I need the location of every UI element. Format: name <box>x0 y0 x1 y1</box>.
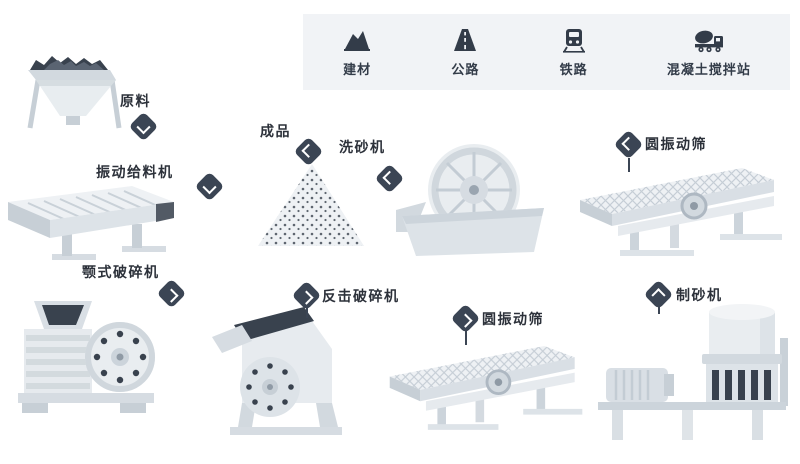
flow-badge-raw-material <box>128 111 159 142</box>
label-sand-washer: 洗砂机 <box>339 140 386 156</box>
connector-line <box>658 306 660 314</box>
building-materials-icon <box>344 30 371 51</box>
finished-product-pile-illustration <box>258 164 364 246</box>
highway-icon <box>454 28 477 51</box>
sand-washer-illustration <box>396 144 544 256</box>
legend-label: 建材 <box>343 62 372 78</box>
label-circular-vibrating-screen-bottom: 圆振动筛 <box>482 312 544 328</box>
chevron-left-icon <box>621 136 636 151</box>
legend-label: 铁路 <box>559 62 588 78</box>
railway-icon <box>562 28 585 53</box>
legend-label: 混凝土搅拌站 <box>666 62 751 78</box>
raw-material-hopper-illustration <box>27 56 122 129</box>
label-raw-material: 原料 <box>120 94 151 110</box>
circular-vibrating-screen-illustration <box>580 168 782 256</box>
connector-line <box>306 308 308 318</box>
sand-maker-illustration <box>598 304 788 440</box>
chevron-down-icon <box>202 179 217 194</box>
legend-item-concrete-mixing-plant: 混凝土搅拌站 <box>667 27 751 78</box>
chevron-right-icon <box>164 287 179 302</box>
label-jaw-crusher: 颚式破碎机 <box>82 265 160 281</box>
flow-badge-vibrating-feeder <box>194 171 225 202</box>
connector-line <box>465 331 467 345</box>
jaw-crusher-illustration <box>18 301 155 413</box>
flow-badge-screen-top <box>613 129 644 160</box>
flow-badge-screen-bottom <box>450 303 481 334</box>
chevron-right-icon <box>458 312 473 327</box>
legend-item-highway: 公路 <box>450 27 480 78</box>
impact-crusher-illustration <box>212 307 342 435</box>
label-circular-vibrating-screen-top: 圆振动筛 <box>645 137 707 153</box>
chevron-left-icon <box>382 170 397 185</box>
concrete-mixing-plant-icon <box>694 30 723 52</box>
legend-item-railway: 铁路 <box>559 27 589 78</box>
chevron-up-icon <box>651 287 666 302</box>
circular-vibrating-screen-illustration <box>389 345 583 430</box>
vibrating-feeder-illustration <box>8 186 174 260</box>
label-impact-crusher: 反击破碎机 <box>322 289 400 305</box>
connector-line <box>628 158 630 172</box>
label-vibrating-feeder: 振动给料机 <box>96 165 174 181</box>
legend-bar: 建材 公路 铁路 <box>303 14 790 90</box>
label-finished-product: 成品 <box>260 124 291 140</box>
chevron-down-icon <box>136 119 151 134</box>
chevron-right-icon <box>299 289 314 304</box>
legend-label: 公路 <box>451 62 480 78</box>
chevron-left-icon <box>301 143 316 158</box>
label-sand-maker: 制砂机 <box>676 288 723 304</box>
legend-item-building-materials: 建材 <box>342 27 372 78</box>
